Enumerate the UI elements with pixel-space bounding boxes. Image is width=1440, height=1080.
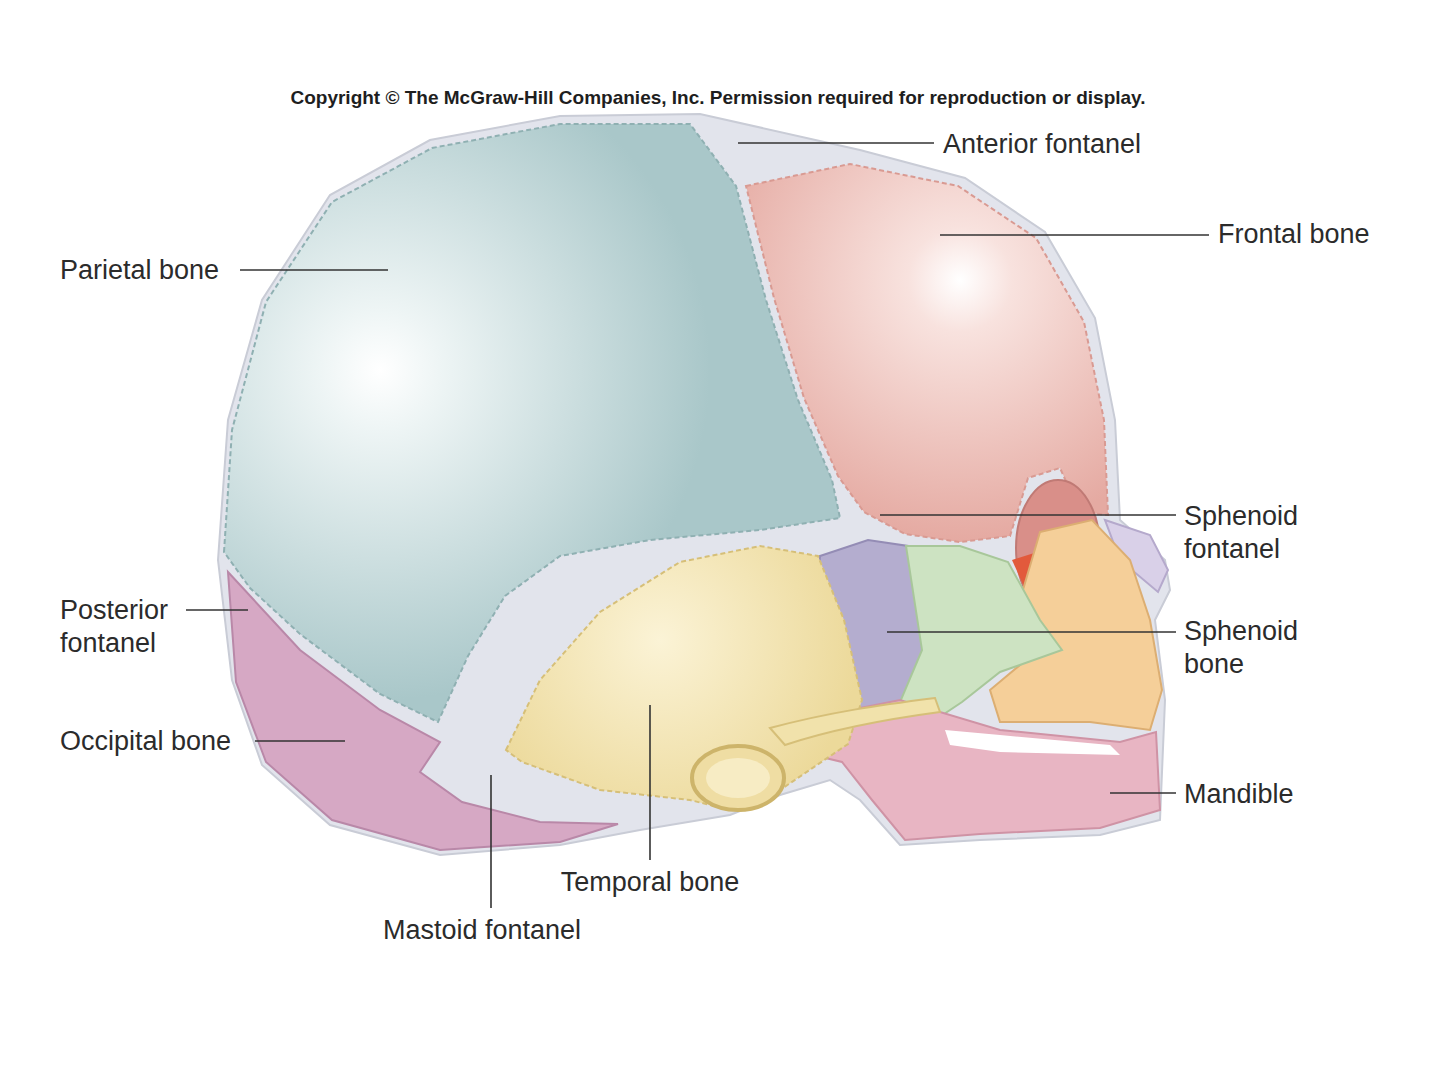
part-label: Sphenoid bone: [1184, 615, 1334, 681]
part-label: Posterior fontanel: [60, 594, 185, 660]
ear-ring: [692, 746, 784, 810]
zygomatic-bone-shape: [900, 546, 1062, 722]
copyright-note: Copyright © The McGraw-Hill Companies, I…: [290, 86, 1145, 110]
zygomatic-process: [770, 698, 940, 745]
part-label: Temporal bone: [561, 866, 740, 899]
part-label: Frontal bone: [1218, 218, 1370, 251]
mandible-notch: [945, 730, 1120, 755]
suture-ground: [218, 114, 1170, 855]
part-label: Mastoid fontanel: [383, 914, 581, 947]
part-label: Anterior fontanel: [943, 128, 1141, 161]
temporal-bone-shape: [506, 546, 862, 810]
part-label: Sphenoid fontanel: [1184, 500, 1334, 566]
part-label: Parietal bone: [60, 254, 219, 287]
part-label: Mandible: [1184, 778, 1294, 811]
part-label: Occipital bone: [60, 725, 231, 758]
ear-opening: [706, 758, 770, 798]
leader-lines: [186, 143, 1209, 908]
